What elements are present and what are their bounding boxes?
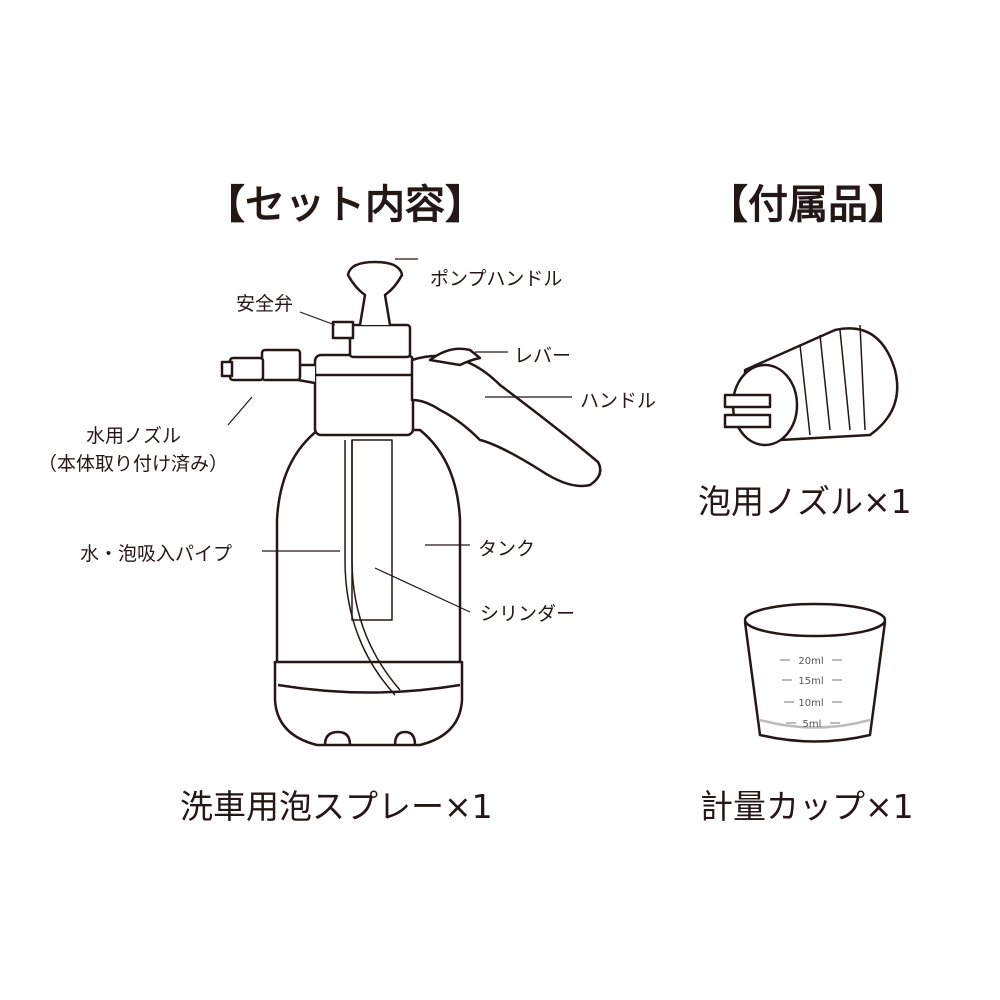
heading-accessories: 【付属品】 — [708, 182, 908, 228]
label-lever: レバー — [514, 345, 572, 367]
caption-sprayer: 洗車用泡スプレー×1 — [180, 787, 493, 826]
cup-mark-20: 20ml — [798, 656, 823, 667]
caption-foam-nozzle: 泡用ノズル×1 — [698, 482, 912, 521]
cup-mark-15: 15ml — [798, 676, 823, 687]
label-safety-valve: 安全弁 — [236, 293, 294, 315]
label-water-nozzle: 水用ノズル — [86, 425, 182, 447]
heading-set-contents: 【セット内容】 — [205, 182, 485, 228]
cup-mark-5: 5ml — [803, 719, 822, 730]
cup-mark-10: 10ml — [798, 698, 823, 709]
leader-lines — [227, 258, 572, 613]
label-pump-handle: ポンプハンドル — [430, 268, 563, 290]
foam-sprayer-illustration — [220, 260, 602, 747]
caption-measuring-cup: 計量カップ×1 — [700, 787, 914, 826]
label-handle: ハンドル — [580, 390, 657, 412]
measuring-cup-illustration — [743, 602, 887, 743]
label-tank: タンク — [478, 538, 536, 560]
label-cylinder: シリンダー — [480, 603, 576, 625]
label-intake-pipe: 水・泡吸入パイプ — [80, 543, 233, 565]
label-water-nozzle-note: （本体取り付け済み） — [38, 453, 229, 475]
foam-nozzle-illustration — [723, 324, 899, 447]
